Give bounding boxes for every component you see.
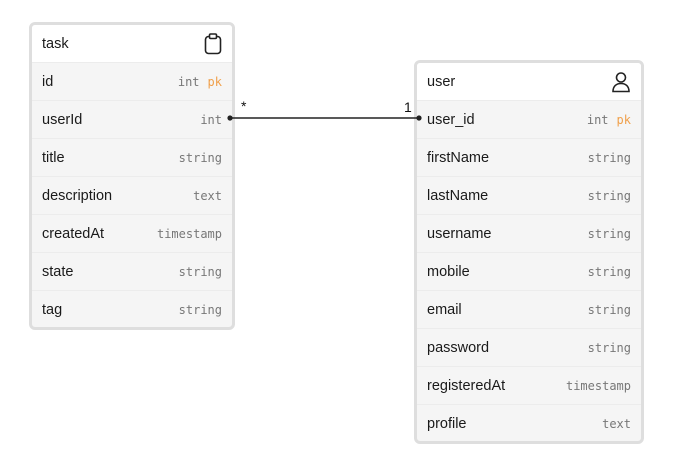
field-name: registeredAt [427,377,506,394]
field-name: state [42,263,74,280]
field-type: string [587,340,631,355]
entity-header: user [417,63,641,101]
field-type: string [587,226,631,241]
primary-key-badge: pk [207,74,222,89]
field-type: text [193,188,222,203]
field-row[interactable]: state string [32,253,232,291]
field-row[interactable]: createdAt timestamp [32,215,232,253]
field-type: timestamp [156,226,222,241]
field-type: string [178,264,222,279]
field-type: int [177,74,200,89]
field-name: createdAt [42,225,105,242]
field-type: string [178,150,222,165]
field-type: string [587,150,631,165]
field-type: string [587,264,631,279]
field-row[interactable]: userId int [32,101,232,139]
user-icon [611,71,631,93]
field-row[interactable]: password string [417,329,641,367]
field-type: timestamp [565,378,631,393]
field-name: userId [42,111,83,128]
field-name: description [42,187,113,204]
connector-endpoint [416,115,422,121]
field-name: password [427,339,490,356]
field-row[interactable]: registeredAt timestamp [417,367,641,405]
field-row[interactable]: firstName string [417,139,641,177]
field-type: int [200,112,222,127]
field-row[interactable]: profile text [417,405,641,441]
cardinality-many-label: * [241,98,247,114]
field-row[interactable]: tag string [32,291,232,327]
entity-title: user [427,73,456,90]
primary-key-badge: pk [616,112,631,127]
field-type: string [587,188,631,203]
entity-header: task [32,25,232,63]
field-row[interactable]: username string [417,215,641,253]
clipboard-icon [204,32,222,55]
field-type: text [602,417,631,431]
field-type: string [587,302,631,317]
field-name: title [42,149,65,166]
connector-endpoint [227,115,233,121]
field-name: email [427,301,462,318]
field-row[interactable]: description text [32,177,232,215]
field-row[interactable]: email string [417,291,641,329]
field-name: firstName [427,149,490,166]
field-name: profile [427,416,467,432]
field-name: mobile [427,263,470,280]
field-type: string [178,303,222,317]
field-name: tag [42,302,63,318]
cardinality-one-label: 1 [404,99,412,115]
entity-title: task [42,35,69,52]
field-row[interactable]: mobile string [417,253,641,291]
field-row[interactable]: title string [32,139,232,177]
field-name: user_id [427,111,475,128]
field-name: username [427,225,492,242]
field-name: id [42,73,54,90]
field-name: lastName [427,187,489,204]
field-type: int [586,112,609,127]
field-row[interactable]: lastName string [417,177,641,215]
